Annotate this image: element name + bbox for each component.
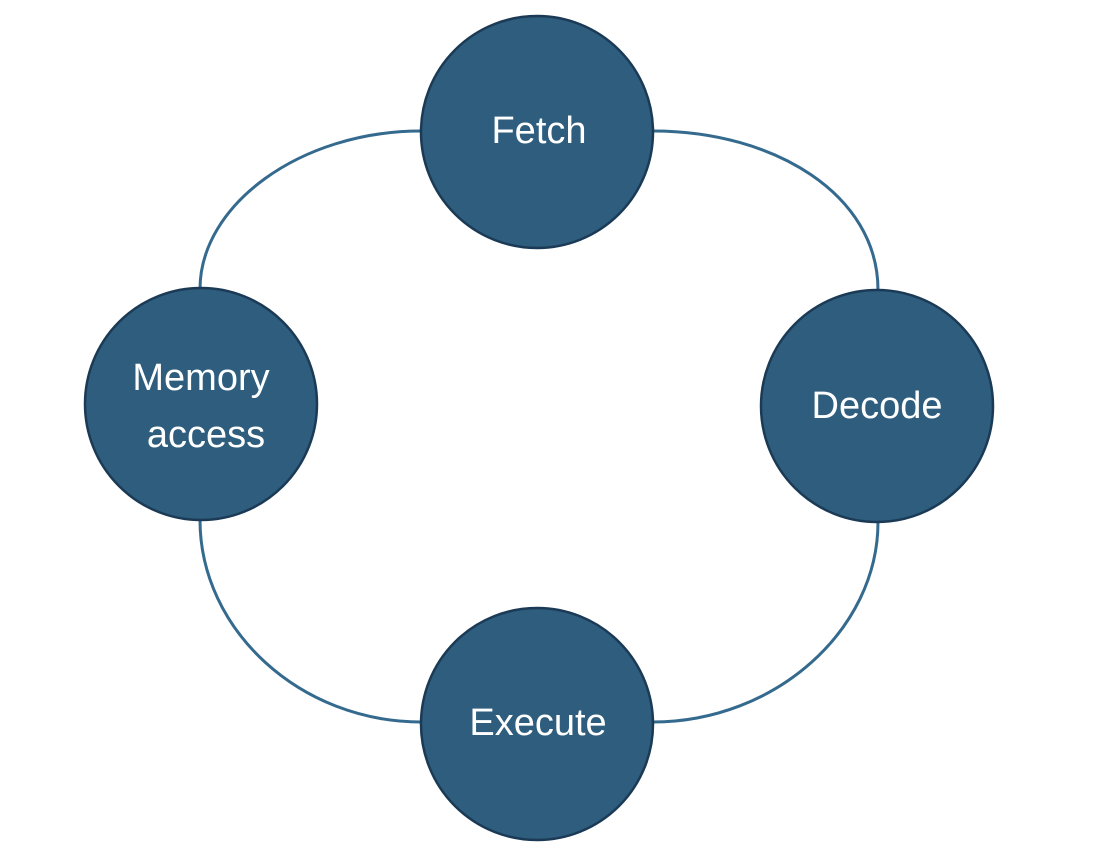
node-execute-circle [419,606,655,842]
node-decode-circle [759,288,995,524]
node-memory-access: Memory access [83,286,319,522]
node-memory-access-label-line2: access [147,414,265,456]
connector-fetch-decode [652,129,880,291]
node-fetch-circle [419,14,655,250]
node-memory-access-label-line1: Memory [132,357,269,399]
cycle-connectors [198,129,880,724]
node-execute: Execute [419,606,655,842]
node-fetch: Fetch [419,14,655,250]
connector-decode-execute [652,521,880,724]
node-fetch-label: Fetch [491,110,586,152]
connector-memory-fetch [198,129,422,290]
connector-execute-memory [198,519,422,724]
node-execute-label: Execute [469,702,606,744]
node-memory-access-circle [83,286,319,522]
node-decode: Decode [759,288,995,524]
node-decode-label: Decode [812,385,943,427]
